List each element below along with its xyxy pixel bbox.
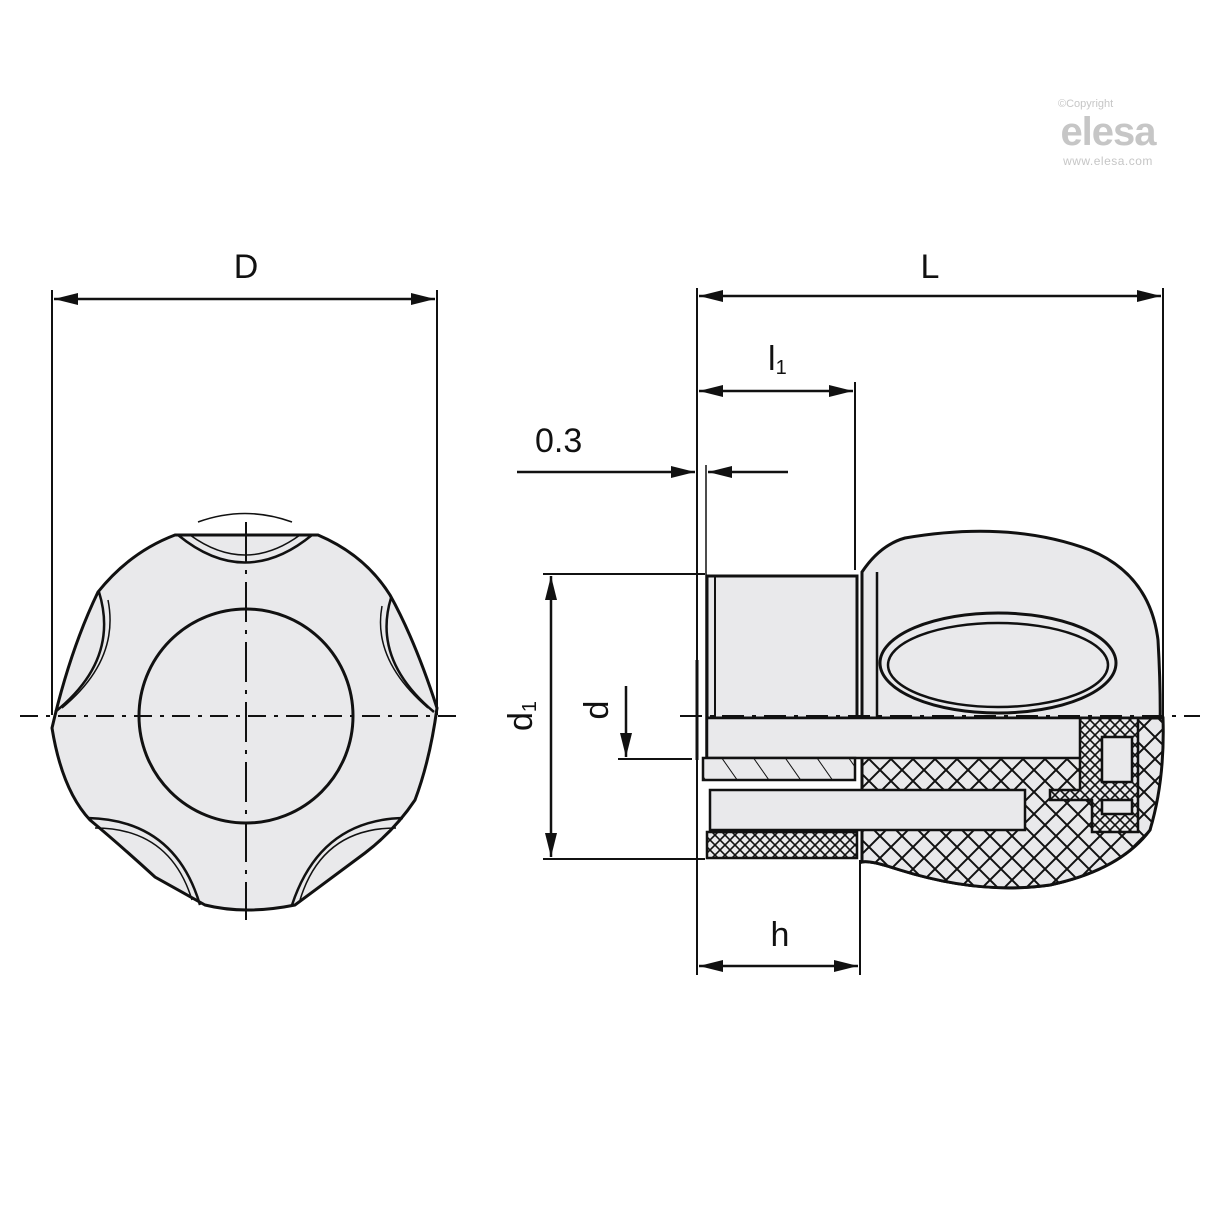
label-l1: l bbox=[768, 340, 776, 378]
copyright-text: ©Copyright bbox=[1058, 98, 1114, 110]
label-D: D bbox=[234, 248, 259, 286]
front-view: D bbox=[20, 248, 460, 920]
dimension-d1: d1 bbox=[502, 573, 705, 860]
dimension-l1: l1 bbox=[699, 340, 856, 570]
label-d: d bbox=[578, 701, 616, 720]
label-d1-sub: 1 bbox=[519, 701, 541, 712]
dimension-L: L bbox=[696, 248, 1164, 975]
label-0-3: 0.3 bbox=[535, 422, 582, 460]
elesa-watermark: ©Copyright elesa www.elesa.com bbox=[1038, 98, 1178, 168]
label-L: L bbox=[921, 248, 940, 286]
brand-logo: elesa bbox=[1060, 110, 1156, 154]
dimension-h: h bbox=[699, 860, 861, 975]
dimension-d: d bbox=[578, 686, 692, 760]
label-d1: d bbox=[502, 712, 540, 731]
svg-text:l1: l1 bbox=[768, 340, 787, 379]
website-url: www.elesa.com bbox=[1063, 154, 1153, 168]
side-view: L l1 0.3 bbox=[502, 248, 1200, 975]
dimension-D: D bbox=[51, 248, 438, 715]
label-h: h bbox=[771, 916, 790, 954]
label-l1-sub: 1 bbox=[776, 357, 787, 379]
svg-text:d1: d1 bbox=[502, 701, 541, 731]
